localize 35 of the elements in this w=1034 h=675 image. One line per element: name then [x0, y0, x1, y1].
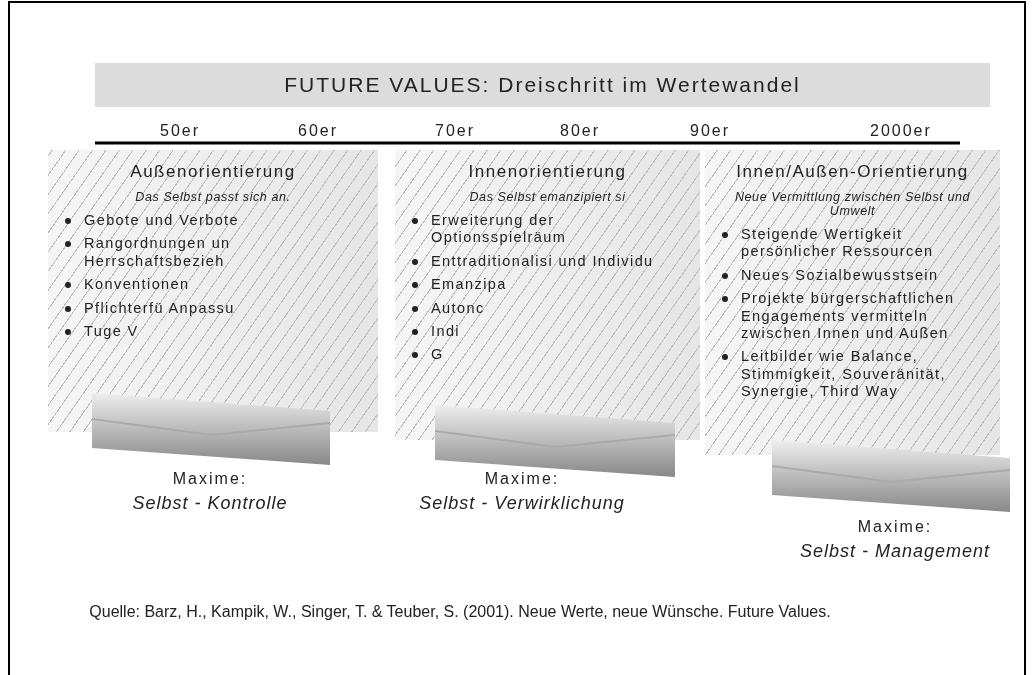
bullet-item: Pflichterfü Anpassu	[84, 299, 235, 316]
panel-heading: Innen/Außen-Orientierung	[736, 162, 969, 181]
title-banner: FUTURE VALUES: Dreischritt im Wertewandel	[95, 63, 990, 107]
bullet-item: G	[431, 346, 444, 363]
decade-label: 2000er	[870, 122, 932, 140]
panel-heading: Außenorientierung	[130, 162, 296, 181]
decade-label: 60er	[298, 122, 339, 140]
bullet-item: Gebote und Verbote	[84, 212, 239, 228]
bullet-item: Steigende Wertigkeit persönlicher Ressourcen	[741, 226, 934, 260]
maxim-label: Maxime:	[171, 470, 249, 488]
bullet-item: Indi	[431, 322, 460, 339]
bullet-item: Erweiterung der Optionsspielräum	[431, 212, 567, 246]
decade-label: 80er	[560, 122, 601, 140]
decade-label: 70er	[435, 122, 476, 140]
decade-label: 90er	[690, 122, 731, 140]
bullet-item: Neues Sozialbewusstsein	[741, 266, 939, 283]
bullet-item: Enttraditionalisi und Individu	[431, 252, 654, 269]
maxim-text: Selbst - Management	[798, 541, 992, 562]
maxim-label: Maxime:	[856, 518, 934, 536]
maxim-text: Selbst - Kontrolle	[131, 493, 289, 514]
panel-heading: Innenorientierung	[468, 162, 627, 181]
maxim-text: Selbst - Verwirklichung	[418, 493, 626, 514]
bullet-item: Konventionen	[84, 276, 190, 293]
bullet-item: Leitbilder wie Balance, Stimmigkeit, Souveränität, Synergie, Third Way	[741, 348, 946, 400]
source-caption: Quelle: Barz, H., Kampik, W., Singer, T. & Teuber, S. (2001). Neue Werte, neue Wünsche. Future Values.	[88, 602, 832, 622]
maxim-label: Maxime:	[483, 470, 561, 488]
panel-subtitle: Das Selbst emanzipiert si	[469, 190, 626, 204]
decade-label: 50er	[160, 122, 201, 140]
panel-subtitle: Das Selbst passt sich an.	[135, 190, 291, 204]
panel-subtitle: Neue Vermittlung zwischen Selbst und Umwelt	[734, 190, 971, 218]
bullet-item: Autonc	[431, 299, 485, 316]
bullet-item: Projekte bürgerschaftlichen Engagements vermitteln zwischen Innen und Außen	[741, 290, 955, 341]
bullet-item: Tuge V	[84, 322, 139, 339]
bullet-item: Emanzipa	[431, 276, 507, 293]
bullet-item: Rangordnungen un Herrschaftsbezieh	[84, 235, 231, 269]
